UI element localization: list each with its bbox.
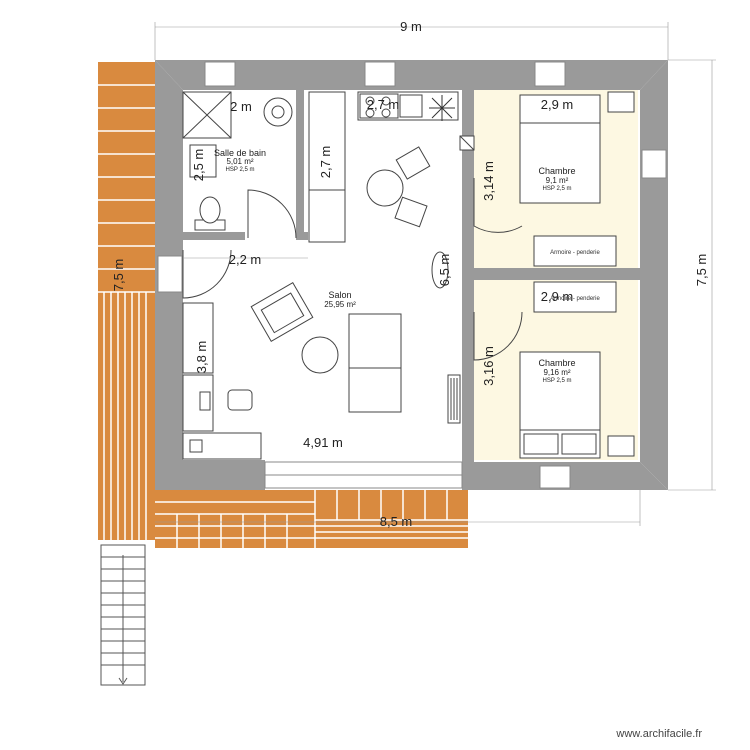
wardrobe-1 — [533, 235, 617, 267]
dim-room2-width: 2,9 m — [541, 289, 574, 304]
bathroom-fixtures — [182, 91, 297, 239]
dim-bath-height: 2,5 m — [191, 149, 206, 182]
window-top-3 — [534, 61, 566, 87]
dim-kitchen-height: 2,7 m — [318, 146, 333, 179]
dim-room1-height: 3,14 m — [481, 161, 496, 201]
salon-furniture — [182, 249, 461, 460]
staircase — [100, 544, 146, 686]
terrace-left — [155, 490, 315, 548]
dim-room1-width: 2,9 m — [541, 97, 574, 112]
window-top-1 — [204, 61, 236, 87]
desk-cabinet — [182, 302, 214, 374]
wall-right — [640, 60, 668, 490]
dim-salon-width: 4,91 m — [303, 435, 343, 450]
room-chambre1-area: 9,1 m² — [546, 176, 569, 185]
wall-bottom-left — [155, 460, 265, 490]
wardrobe-2-label: Armoire - penderie — [550, 296, 600, 302]
window-top-2 — [364, 61, 396, 87]
windows — [157, 61, 667, 489]
dim-hall-width: 2,2 m — [229, 252, 262, 267]
dining-table — [366, 169, 404, 207]
keyboard — [199, 391, 211, 411]
dining-chair-1 — [395, 146, 431, 180]
dim-left-wall-height: 3,8 m — [194, 341, 209, 374]
room-salon-name: Salon — [328, 290, 351, 300]
dim-left-height: 7,5 m — [111, 259, 126, 292]
dim-room2-height: 3,16 m — [481, 346, 496, 386]
plant — [431, 251, 449, 289]
room-bath-area: 5,01 m² — [226, 157, 253, 166]
bottom-terrace — [155, 490, 468, 548]
kitchen-counter-left — [308, 91, 346, 243]
toilet-bowl — [199, 196, 221, 224]
window-left-1 — [157, 255, 183, 293]
bedroom-1-door — [473, 178, 523, 233]
dim-total-width: 9 m — [400, 19, 422, 34]
room-salon-area: 25,95 m² — [324, 300, 356, 309]
wall-bath-bottom — [183, 232, 245, 240]
dim-terrace-width: 8,5 m — [380, 514, 413, 529]
wardrobe-1-label: Armoire - penderie — [550, 250, 600, 256]
bedroom-2-furniture — [473, 281, 635, 459]
wall-bath-right — [296, 90, 304, 240]
desk-chair — [227, 389, 253, 411]
dimension-lines — [154, 22, 716, 526]
dining-chair-2 — [394, 196, 428, 228]
room-bath-hsp: HSP 2,5 m — [226, 167, 255, 173]
bath-sink — [189, 144, 217, 178]
room-chambre1-hsp: HSP 2,5 m — [543, 186, 572, 192]
dim-salon-height: 6,5 m — [437, 254, 452, 287]
room-bath-name: Salle de bain — [214, 148, 266, 158]
watermark: www.archifacile.fr — [616, 728, 702, 740]
bath-door — [247, 189, 297, 239]
left-deck — [98, 62, 155, 540]
dim-bath-width: 2 m — [230, 99, 252, 114]
bedroom-1-furniture — [473, 91, 635, 267]
fridge-icon — [429, 95, 455, 121]
room-chambre2-hsp: HSP 2,5 m — [543, 378, 572, 384]
window-bottom-1 — [539, 465, 571, 489]
kitchen — [308, 91, 475, 243]
wardrobe-2 — [533, 281, 617, 313]
window-right-1 — [641, 149, 667, 179]
room-chambre2-area: 9,16 m² — [543, 368, 570, 377]
room-chambre2-name: Chambre — [538, 358, 575, 368]
wall-salon-right — [462, 90, 474, 462]
coffee-table — [301, 336, 339, 374]
wall-bath-bottom-2 — [296, 232, 308, 240]
bedroom-2-door — [473, 311, 523, 361]
room-chambre1-name: Chambre — [538, 166, 575, 176]
sink-kitchen — [399, 94, 423, 118]
dim-kitchen-width: 2,7 m — [367, 97, 400, 112]
dim-total-height: 7,5 m — [694, 254, 709, 287]
salon-door — [182, 249, 232, 299]
wall-bedroom-divider — [474, 268, 640, 280]
